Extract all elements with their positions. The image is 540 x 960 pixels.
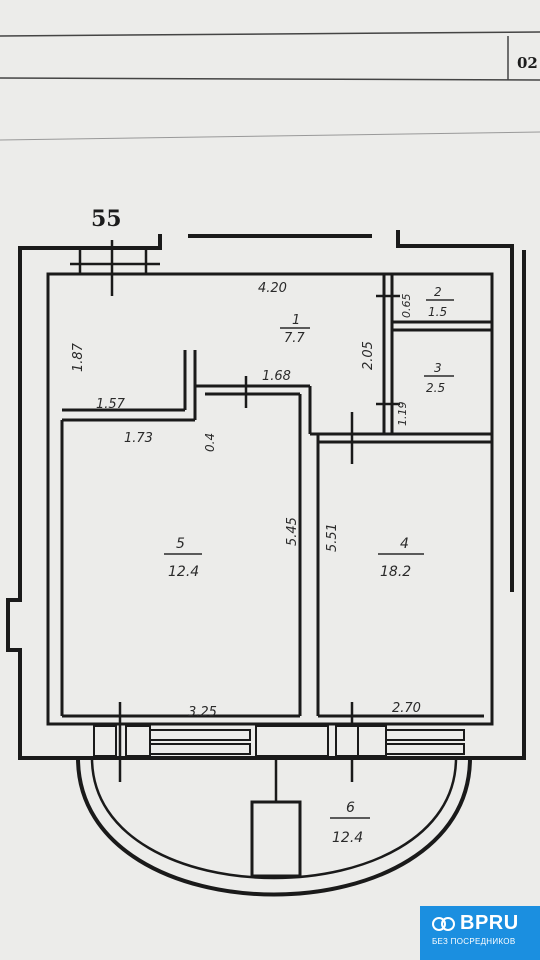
room-6-area: 12.4 bbox=[332, 830, 363, 846]
room-4-number: 4 bbox=[400, 536, 409, 552]
bottom-windows bbox=[93, 725, 465, 757]
room-5-area: 12.4 bbox=[168, 564, 199, 580]
dim-niche: 1.57 bbox=[96, 397, 126, 412]
room-3-area: 2.5 bbox=[426, 381, 445, 395]
dim-hall-depth: 2.05 bbox=[361, 341, 376, 370]
room-4-area: 18.2 bbox=[380, 564, 411, 580]
people-icon bbox=[432, 915, 456, 933]
dim-left-height: 1.87 bbox=[71, 342, 86, 372]
room-6-number: 6 bbox=[346, 800, 355, 816]
header-table bbox=[0, 31, 540, 141]
inner-walls bbox=[60, 274, 492, 718]
dim-hall-lower: 1.73 bbox=[124, 431, 153, 446]
header-code: 02 bbox=[517, 54, 538, 72]
dim-room5-width: 3.25 bbox=[188, 705, 217, 720]
wall-mark: 55 bbox=[91, 206, 122, 232]
room-1-area: 7.7 bbox=[284, 331, 305, 346]
outer-walls bbox=[6, 230, 526, 760]
room-2-number: 2 bbox=[434, 285, 442, 299]
dim-room5-height: 5.45 bbox=[285, 517, 300, 546]
dim-bath-a: 0.65 bbox=[400, 294, 413, 319]
dim-room4-height: 5.51 bbox=[325, 523, 340, 552]
badge-name: BPRU bbox=[460, 912, 519, 934]
dim-bath-b: 1.19 bbox=[396, 402, 409, 427]
dim-room4-width: 2.70 bbox=[392, 701, 421, 716]
room-labels: 1 7.7 2 1.5 3 2.5 4 18.2 5 12.4 6 12.4 bbox=[164, 285, 454, 846]
room-2-area: 1.5 bbox=[428, 305, 447, 319]
badge-subtitle: БЕЗ ПОСРЕДНИКОВ bbox=[432, 937, 516, 946]
watermark-badge: BPRU БЕЗ ПОСРЕДНИКОВ bbox=[420, 906, 540, 960]
dimension-labels: 4.20 1.87 1.57 1.73 1.68 0.4 2.05 0.65 1… bbox=[71, 281, 421, 720]
room-3-number: 3 bbox=[434, 361, 442, 375]
dim-door-gap: 1.68 bbox=[262, 369, 291, 384]
dim-column: 0.4 bbox=[203, 433, 217, 452]
balcony bbox=[76, 757, 472, 897]
room-5-number: 5 bbox=[176, 536, 185, 552]
room-1-number: 1 bbox=[292, 313, 300, 328]
dim-top-width: 4.20 bbox=[258, 281, 287, 296]
tick-marks bbox=[70, 240, 400, 782]
